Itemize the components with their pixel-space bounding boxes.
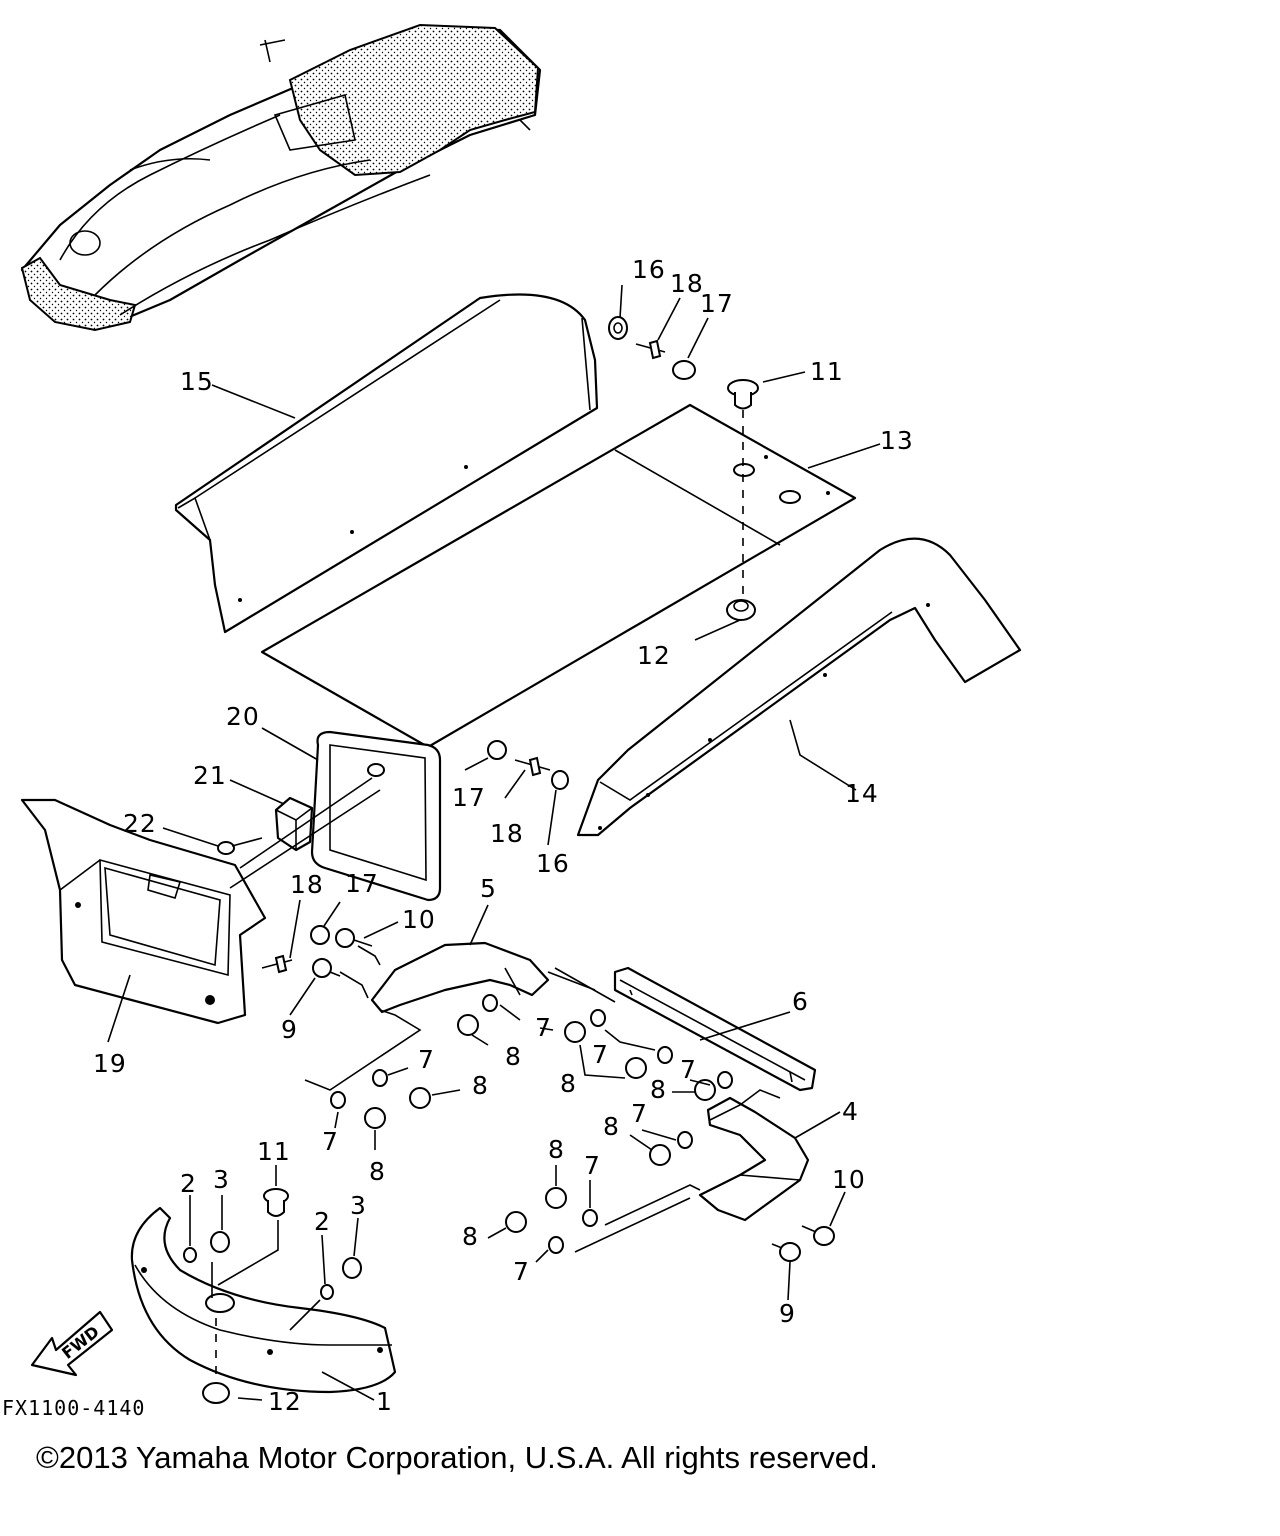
bolt-9-upper (312, 958, 332, 978)
watercraft-overview (20, 23, 542, 332)
callout-7: 7 (631, 1099, 648, 1128)
nut-3-left (210, 1231, 230, 1253)
callout-2: 2 (180, 1169, 197, 1198)
grommet-12-lower (202, 1382, 230, 1404)
part-1-bumper (130, 1206, 397, 1394)
callout-8: 8 (472, 1071, 489, 1100)
callout-10: 10 (832, 1165, 866, 1194)
callout-18: 18 (490, 819, 524, 848)
cap-17-upper (672, 360, 696, 380)
cap-17-left (310, 925, 330, 945)
callout-16: 16 (632, 255, 666, 284)
part-6-rail (613, 966, 817, 1092)
callout-12: 12 (637, 641, 671, 670)
callout-7: 7 (584, 1151, 601, 1180)
callout-15: 15 (180, 367, 214, 396)
callout-3: 3 (213, 1165, 230, 1194)
callout-14: 14 (845, 779, 879, 808)
pin-18-middle (528, 756, 542, 777)
part-15-left-cover (174, 293, 599, 634)
callout-18: 18 (290, 870, 324, 899)
callout-8: 8 (650, 1075, 667, 1104)
callout-5: 5 (480, 874, 497, 903)
part-14-right-cover (576, 537, 1022, 837)
part-5-bracket (370, 941, 550, 1014)
nut-3-right (342, 1257, 362, 1279)
callout-16: 16 (536, 849, 570, 878)
callout-19: 19 (93, 1049, 127, 1078)
seat-stipple (288, 23, 540, 177)
callout-18: 18 (670, 269, 704, 298)
pin-18-left (274, 954, 288, 974)
callout-17: 17 (452, 783, 486, 812)
washer-16-upper (608, 316, 628, 340)
callout-8: 8 (548, 1135, 565, 1164)
callout-13: 13 (880, 426, 914, 455)
callout-9: 9 (281, 1015, 298, 1044)
callout-7: 7 (322, 1127, 339, 1156)
callout-8: 8 (369, 1157, 386, 1186)
part-20-gasket (310, 730, 442, 902)
part-22-screw (217, 837, 263, 855)
washer-16-middle (551, 770, 569, 790)
fwd-arrow-icon: FWD (30, 1310, 114, 1377)
callout-8: 8 (505, 1042, 522, 1071)
bolt-10-lower (813, 1226, 835, 1246)
figure-code: FX1100-4140 (2, 1396, 146, 1420)
hardware (183, 316, 835, 1404)
callout-4: 4 (842, 1097, 859, 1126)
callout-11: 11 (810, 357, 844, 386)
part-4-bracket (698, 1096, 810, 1222)
bumper-stipple (20, 256, 137, 332)
washer-2-right (320, 1284, 334, 1300)
callout-10: 10 (402, 905, 436, 934)
callout-8: 8 (462, 1222, 479, 1251)
bolt-10-upper (335, 928, 355, 948)
callout-11: 11 (257, 1137, 291, 1166)
callout-7: 7 (513, 1257, 530, 1286)
callout-8: 8 (603, 1112, 620, 1141)
callout-7: 7 (535, 1013, 552, 1042)
part-13-plate (260, 403, 857, 749)
callout-21: 21 (193, 761, 227, 790)
washer-2-left (183, 1247, 197, 1263)
callout-17: 17 (345, 869, 379, 898)
callout-1: 1 (376, 1387, 393, 1416)
callout-2: 2 (314, 1207, 331, 1236)
copyright-notice: ©2013 Yamaha Motor Corporation, U.S.A. A… (36, 1440, 878, 1475)
callout-17: 17 (700, 289, 734, 318)
callout-6: 6 (792, 987, 809, 1016)
callout-20: 20 (226, 702, 260, 731)
callout-3: 3 (350, 1191, 367, 1220)
callout-9: 9 (779, 1299, 796, 1328)
callout-22: 22 (123, 809, 157, 838)
cap-17-middle (487, 740, 507, 760)
part-19-rear-panel (20, 798, 267, 1025)
callouts: 1 2 2 3 3 4 5 6 7 7 7 7 7 7 7 7 8 8 8 8 … (93, 255, 914, 1416)
leader-lines (107, 284, 881, 1401)
bolt-9-lower (779, 1242, 801, 1262)
exploded-parts-diagram: FWD (20, 23, 1022, 1416)
callout-7: 7 (592, 1040, 609, 1069)
callout-8: 8 (560, 1069, 577, 1098)
callout-7: 7 (418, 1045, 435, 1074)
callout-12: 12 (268, 1387, 302, 1416)
callout-7: 7 (680, 1055, 697, 1084)
grommet-12-upper (726, 599, 756, 621)
